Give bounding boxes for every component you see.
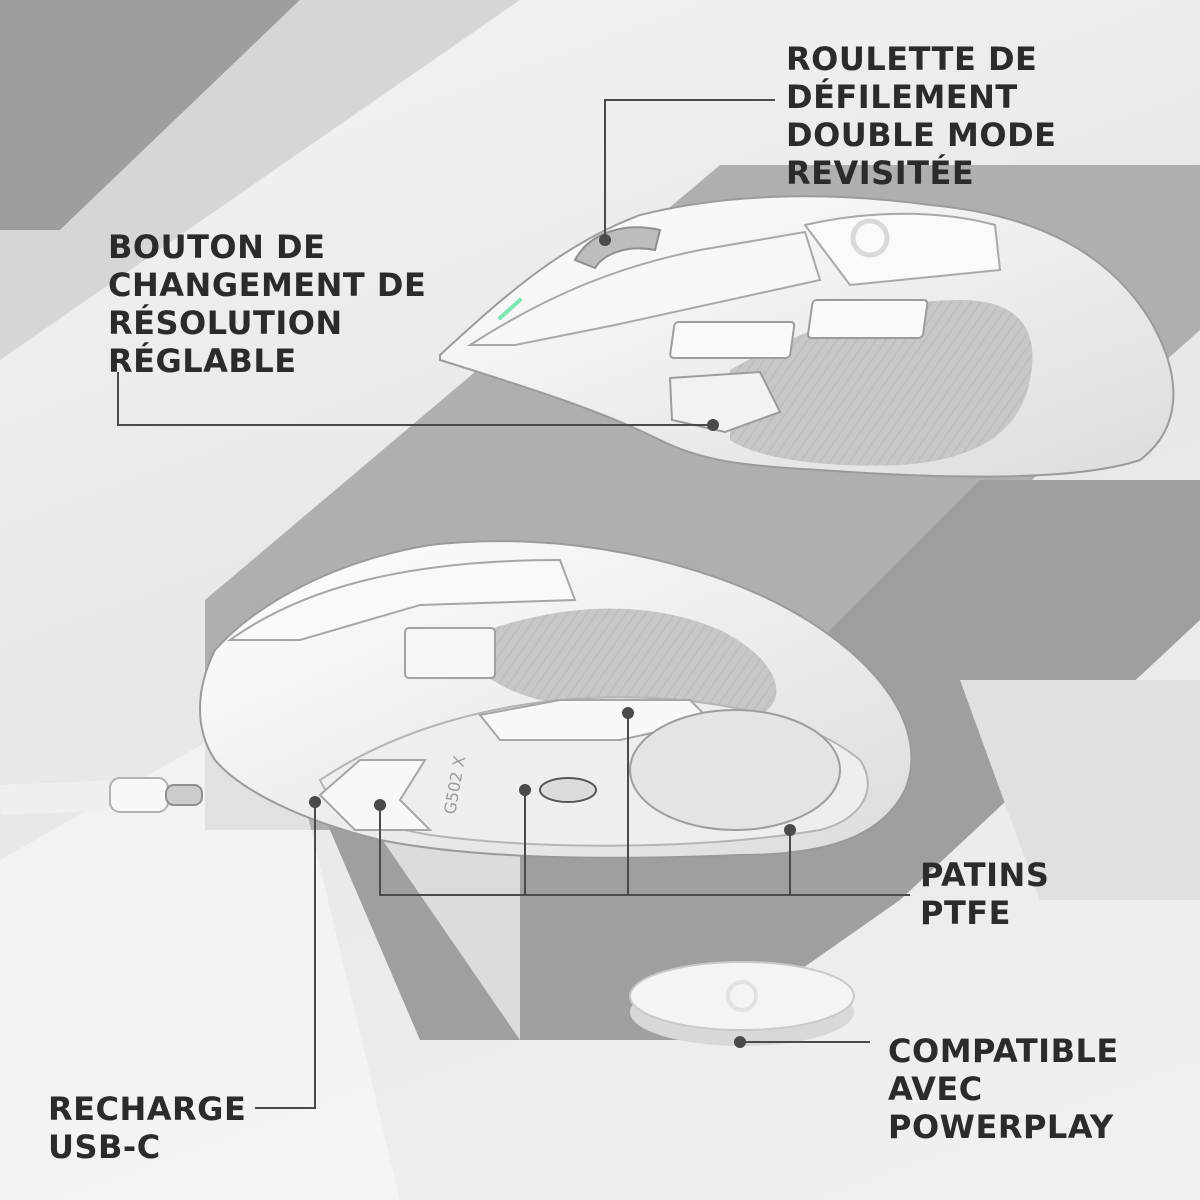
callout-line-usbc [255, 802, 316, 1109]
callout-line-text: ROULETTE DE [786, 40, 1038, 78]
callout-line-text: DOUBLE MODE [786, 116, 1057, 154]
usb-c-connector-plug [165, 784, 203, 806]
callout-line-dpi [117, 372, 713, 426]
connector-dot-icon [707, 419, 719, 431]
powerplay-puck-top [629, 961, 855, 1031]
callout-dots [309, 234, 796, 1048]
mouse-bottom-view: G502 X [199, 540, 913, 859]
mouse-top-side-button-1 [669, 321, 796, 359]
mouse-top-left-button [466, 230, 822, 346]
connector-dot-icon [784, 824, 796, 836]
callout-line-text: REVISITÉE [786, 154, 975, 192]
mouse-bottom-ptfe-foot-left [318, 759, 433, 831]
callout-line-text: CHANGEMENT DE [108, 266, 427, 304]
mouse-top-scroll-wheel [573, 226, 662, 270]
callout-line-text: AVEC [888, 1070, 983, 1108]
connector-dot-icon [309, 796, 321, 808]
callout-line-scroll-wheel [604, 99, 775, 240]
callout-dpi-button-label: BOUTON DE CHANGEMENT DE RÉSOLUTION RÉGLA… [108, 228, 426, 380]
usb-c-cable-cord [0, 780, 112, 815]
bg-right-light-shape [960, 680, 1200, 900]
powerplay-puck [629, 961, 855, 1046]
callout-usb-c-label: RECHARGE USB-C [48, 1090, 246, 1166]
callout-line-text: PTFE [920, 894, 1011, 932]
callout-powerplay-label: COMPATIBLE AVEC POWERPLAY [888, 1032, 1119, 1146]
connector-dot-icon [622, 707, 634, 719]
bg-top-left-mid-shape [0, 0, 520, 360]
mouse-top-view [439, 195, 1175, 478]
callout-line-text: BOUTON DE [108, 228, 326, 266]
callout-line-text: RECHARGE [48, 1090, 247, 1128]
mouse-top-grip-panel [730, 300, 1033, 466]
mouse-top-dpi-button [668, 370, 782, 434]
usb-c-connector-housing [109, 777, 169, 813]
mouse-bottom-sensor [539, 777, 597, 803]
connector-dot-icon [519, 784, 531, 796]
callout-line-text: RÉGLABLE [108, 342, 297, 380]
usb-c-cable [0, 777, 203, 815]
callout-line-text: POWERPLAY [888, 1108, 1114, 1146]
bg-lower-left-fade-shape [0, 700, 400, 1200]
mouse-bottom-powerplay-port [629, 709, 841, 831]
callout-lines [117, 99, 910, 1109]
callout-line-text: PATINS [920, 856, 1050, 894]
callout-line-text: RÉSOLUTION [108, 304, 343, 342]
mouse-bottom-left-button [226, 558, 577, 641]
callout-line-ptfe [379, 805, 910, 896]
mouse-top-side-button-2 [807, 299, 929, 339]
connector-dot-icon [599, 234, 611, 246]
logitech-g-logo-icon [850, 218, 890, 258]
connector-dot-icon [734, 1036, 746, 1048]
connector-dot-icon [374, 799, 386, 811]
callout-line-text: USB-C [48, 1128, 161, 1166]
callout-line-text: DÉFILEMENT [786, 78, 1018, 116]
callout-scroll-wheel-label: ROULETTE DE DÉFILEMENT DOUBLE MODE REVIS… [786, 40, 1057, 192]
logitech-g-logo-icon [726, 980, 758, 1012]
mouse-bottom-dpi-button [404, 627, 496, 679]
mouse-bottom-grip-panel [460, 608, 777, 723]
callout-line-text: COMPATIBLE [888, 1032, 1119, 1070]
callout-ptfe-feet-label: PATINS PTFE [920, 856, 1049, 932]
bg-top-left-dark-shape [0, 0, 300, 230]
mouse-top-accent-led [498, 298, 522, 320]
